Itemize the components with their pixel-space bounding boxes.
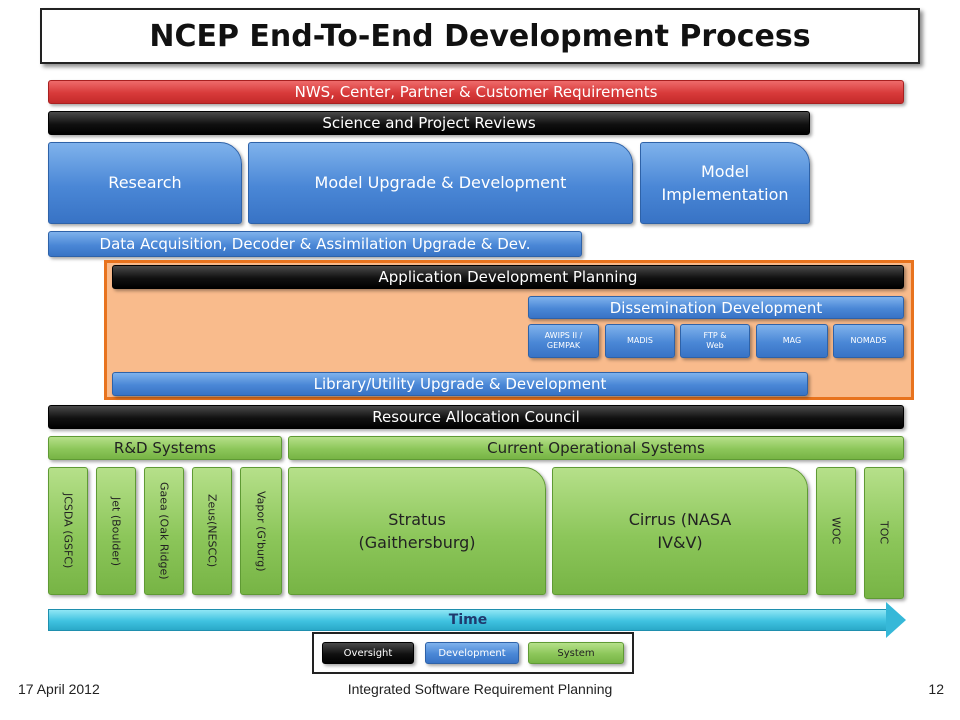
footer-page-number: 12 [928,681,944,697]
rd-item-vapor: Vapor (G'burg) [240,467,282,595]
toc-box: TOC [864,467,904,599]
research-box: Research [48,142,242,224]
cirrus-box: Cirrus (NASA IV&V) [552,467,808,595]
page-title: NCEP End-To-End Development Process [40,8,920,64]
rd-systems-bar: R&D Systems [48,436,282,460]
time-arrow: Time [48,609,888,631]
app-dev-planning-bar: Application Development Planning [112,265,904,289]
legend-system: System [528,642,624,664]
time-arrow-head [886,602,906,638]
current-systems-bar: Current Operational Systems [288,436,904,460]
model-upgrade-box: Model Upgrade & Development [248,142,633,224]
rd-item-jcsda: JCSDA (GSFC) [48,467,88,595]
dissemination-item-madis: MADIS [605,324,675,358]
dissemination-item-mag: MAG [756,324,828,358]
library-bar: Library/Utility Upgrade & Development [112,372,808,396]
legend-oversight: Oversight [322,642,414,664]
rd-item-gaea: Gaea (Oak Ridge) [144,467,184,595]
dissemination-item-awips: AWIPS II / GEMPAK [528,324,599,358]
data-acquisition-bar: Data Acquisition, Decoder & Assimilation… [48,231,582,257]
dissemination-bar: Dissemination Development [528,296,904,319]
woc-box: WOC [816,467,856,595]
legend-development: Development [425,642,519,664]
rd-item-jet: Jet (Boulder) [96,467,136,595]
dissemination-item-nomads: NOMADS [833,324,904,358]
stratus-box: Stratus (Gaithersburg) [288,467,546,595]
model-implementation-box: Model Implementation [640,142,810,224]
resource-council-bar: Resource Allocation Council [48,405,904,429]
footer-date: 17 April 2012 [18,681,100,697]
requirements-bar: NWS, Center, Partner & Customer Requirem… [48,80,904,104]
rd-item-zeus: Zeus(NESCC) [192,467,232,595]
reviews-bar: Science and Project Reviews [48,111,810,135]
dissemination-item-ftp: FTP & Web [680,324,750,358]
footer-title: Integrated Software Requirement Planning [347,681,613,697]
